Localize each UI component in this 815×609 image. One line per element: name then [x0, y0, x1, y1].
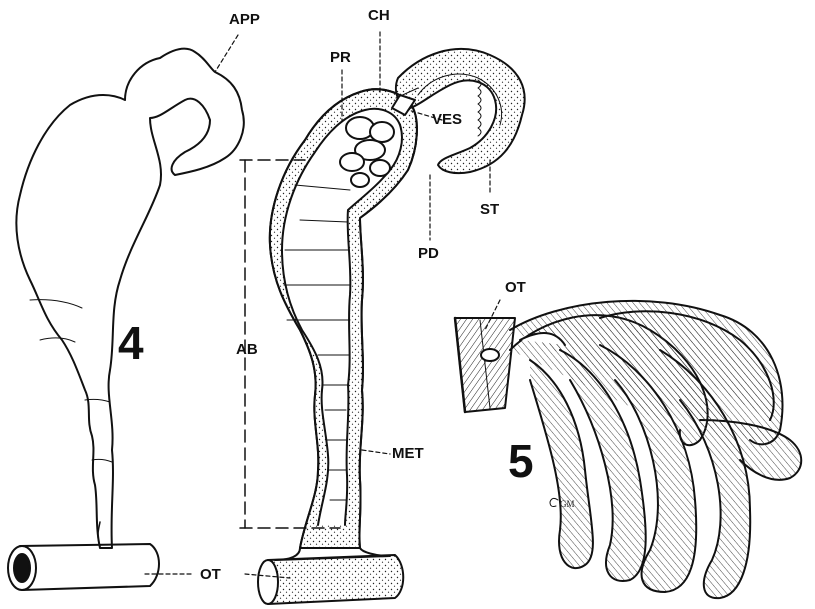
artist-initials: GM: [560, 500, 575, 509]
figure-number-4: 4: [118, 320, 144, 366]
figure-number-5: 5: [508, 438, 534, 484]
label-ch: CH: [368, 8, 390, 23]
label-met: MET: [392, 446, 424, 461]
oviduct-tube-left: [8, 522, 159, 590]
label-app: APP: [229, 12, 260, 27]
label-ot-fig5: OT: [505, 280, 526, 295]
label-ot-fig4: OT: [200, 567, 221, 582]
artist-signature-mark: [550, 498, 558, 506]
label-pd: PD: [418, 246, 439, 261]
gland-section-internal: [270, 89, 417, 548]
gland-outline-external: [16, 49, 243, 548]
label-pr: PR: [330, 50, 351, 65]
oviduct-tube-right: [258, 548, 403, 604]
label-st: ST: [480, 202, 499, 217]
gland-cluster: [455, 301, 801, 598]
label-ves: VES: [432, 112, 462, 127]
label-ab: AB: [236, 342, 258, 357]
